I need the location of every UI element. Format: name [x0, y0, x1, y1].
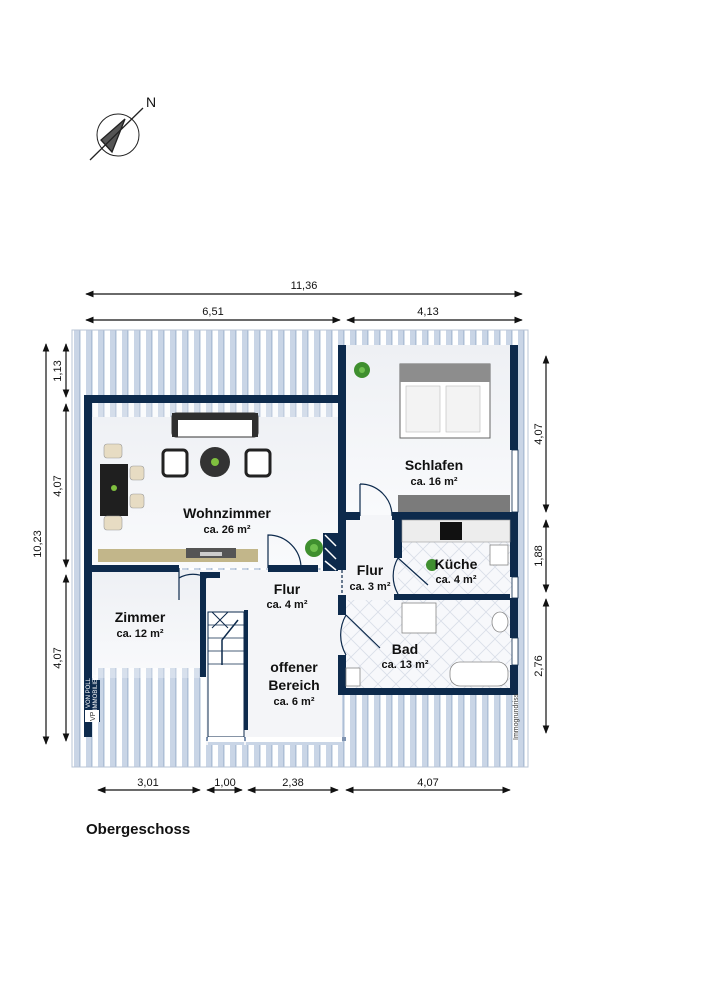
label-schlafen: Schlafen — [405, 457, 463, 473]
roof-outline — [71, 329, 529, 768]
compass: N — [89, 94, 156, 161]
vonpoll-name: VON POLL — [86, 677, 92, 708]
area-bad: ca. 13 m² — [381, 659, 428, 671]
area-wohnzimmer: ca. 26 m² — [203, 524, 250, 536]
plant-schlafen — [354, 362, 370, 378]
roof-hatch-zimmer — [96, 668, 200, 682]
dim-right-3: 2,76 — [533, 655, 545, 676]
doors — [178, 483, 429, 656]
dim-left-total: 10,23 — [32, 530, 44, 558]
label-offener-line1: offener — [270, 659, 318, 675]
room-labels: Wohnzimmer ca. 26 m² Schlafen ca. 16 m² … — [115, 457, 478, 708]
sink-bad — [345, 667, 361, 687]
floor-zimmer — [92, 570, 202, 678]
floor-flur-right — [342, 515, 398, 600]
floor-offener-bereich — [246, 610, 342, 745]
label-wohnzimmer: Wohnzimmer — [183, 505, 271, 521]
staircase — [207, 611, 245, 745]
building — [71, 329, 529, 768]
label-offener-line2: Bereich — [268, 677, 319, 693]
compass-circle — [96, 113, 140, 157]
dim-bottom-4: 4,07 — [417, 777, 438, 789]
kitchen-sink — [489, 544, 509, 566]
coffee-table — [200, 447, 230, 477]
label-flur-right: Flur — [357, 562, 384, 578]
plant-wohnzimmer — [305, 539, 323, 557]
dim-left-2: 4,07 — [52, 475, 64, 496]
dim-bottom-3: 2,38 — [282, 777, 303, 789]
area-schlafen: ca. 16 m² — [410, 476, 457, 488]
armchair-left — [161, 448, 189, 478]
dim-right-2: 1,88 — [533, 545, 545, 566]
area-zimmer: ca. 12 m² — [116, 628, 163, 640]
window-right-3 — [511, 637, 519, 666]
wardrobe — [398, 495, 510, 512]
stair-direction-arrow — [221, 619, 239, 665]
door-kueche — [392, 557, 429, 595]
bathtub — [449, 661, 509, 687]
door-bad — [340, 614, 381, 656]
dim-bottom-2: 1,00 — [214, 777, 235, 789]
area-offener-bereich: ca. 6 m² — [274, 696, 315, 708]
window-right-2 — [511, 576, 519, 599]
sofa — [171, 412, 259, 438]
dim-top-total: 11,36 — [291, 280, 318, 292]
area-kueche: ca. 4 m² — [436, 574, 477, 586]
vonpoll-sub: IMMOBILIEN — [93, 675, 99, 710]
cooktop — [440, 522, 462, 540]
dim-bottom-1: 3,01 — [137, 777, 158, 789]
area-flur-center: ca. 4 m² — [267, 599, 308, 611]
door-wohnzimmer-flur — [267, 534, 302, 569]
plant-kueche — [426, 559, 438, 571]
toilet — [491, 611, 509, 633]
area-flur-right: ca. 3 m² — [350, 581, 391, 593]
floor-caption: Obergeschoss — [86, 821, 191, 838]
dim-top-right: 4,13 — [417, 306, 438, 318]
label-flur-center: Flur — [274, 581, 301, 597]
dim-left-3: 4,07 — [52, 647, 64, 668]
dining-table — [100, 443, 145, 531]
dim-right-1: 4,07 — [533, 423, 545, 444]
label-zimmer: Zimmer — [115, 609, 166, 625]
vonpoll-logo: VON POLL IMMOBILIEN VP — [84, 675, 100, 722]
chimney-hatch — [324, 534, 337, 571]
dimension-labels: 11,36 6,51 4,13 10,23 1,13 4,07 4,07 4,0… — [32, 280, 545, 789]
floor-flur-center — [202, 570, 342, 610]
dim-left-1: 1,13 — [52, 360, 64, 381]
armchair-right — [244, 448, 272, 478]
door-schlafen — [359, 483, 393, 517]
vonpoll-vp: VP — [90, 711, 97, 721]
shower — [401, 602, 437, 634]
sideboard — [98, 548, 258, 562]
dimension-lines — [42, 290, 550, 794]
compass-north-label: N — [146, 94, 156, 110]
window-right-1 — [511, 449, 519, 513]
bed — [399, 363, 491, 439]
label-kueche: Küche — [435, 556, 478, 572]
compass-needle — [89, 107, 144, 161]
railing-bottom — [246, 737, 342, 745]
immogrundriss-credit: Immogrundriss — [513, 693, 520, 740]
label-bad: Bad — [392, 641, 418, 657]
roof-hatch-wohnzimmer — [92, 403, 342, 417]
dim-top-left: 6,51 — [202, 306, 223, 318]
